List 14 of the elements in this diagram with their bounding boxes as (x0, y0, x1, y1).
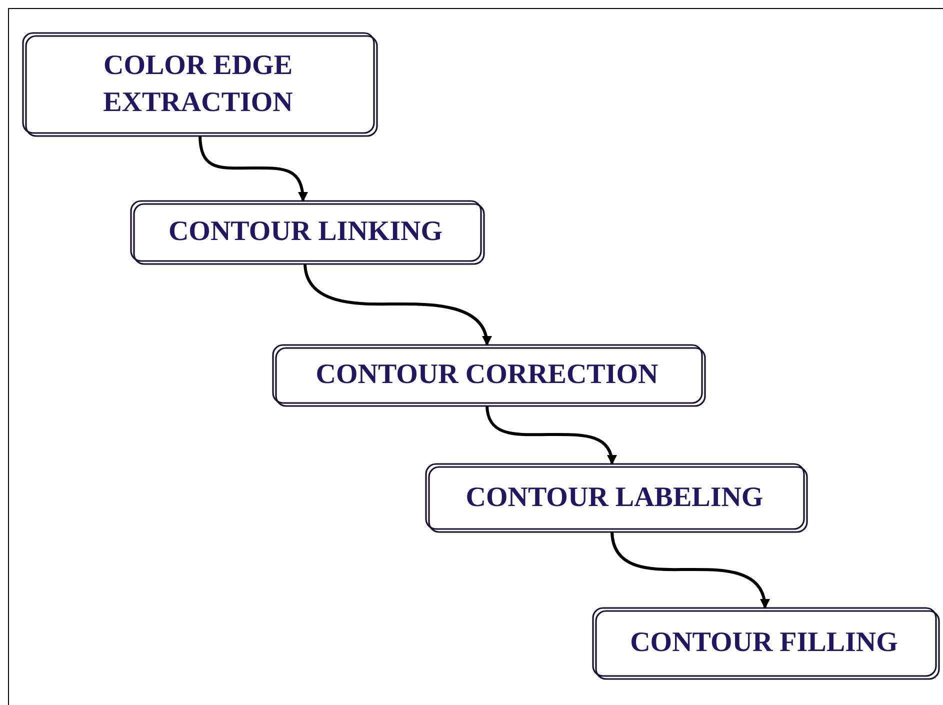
process-box (130, 200, 485, 265)
process-box (22, 32, 378, 137)
process-box (272, 344, 706, 407)
arrow (610, 530, 770, 609)
process-box (592, 607, 940, 680)
step-label: COLOR EDGE EXTRACTION (102, 49, 294, 120)
arrow (304, 262, 491, 346)
step-label: CONTOUR LABELING (464, 480, 764, 515)
arrow (198, 134, 308, 202)
arrow (486, 404, 616, 465)
step-label: CONTOUR CORRECTION (314, 358, 660, 392)
process-box (425, 463, 808, 533)
step-label: CONTOUR LINKING (167, 215, 444, 250)
step-label: CONTOUR FILLING (629, 626, 899, 660)
